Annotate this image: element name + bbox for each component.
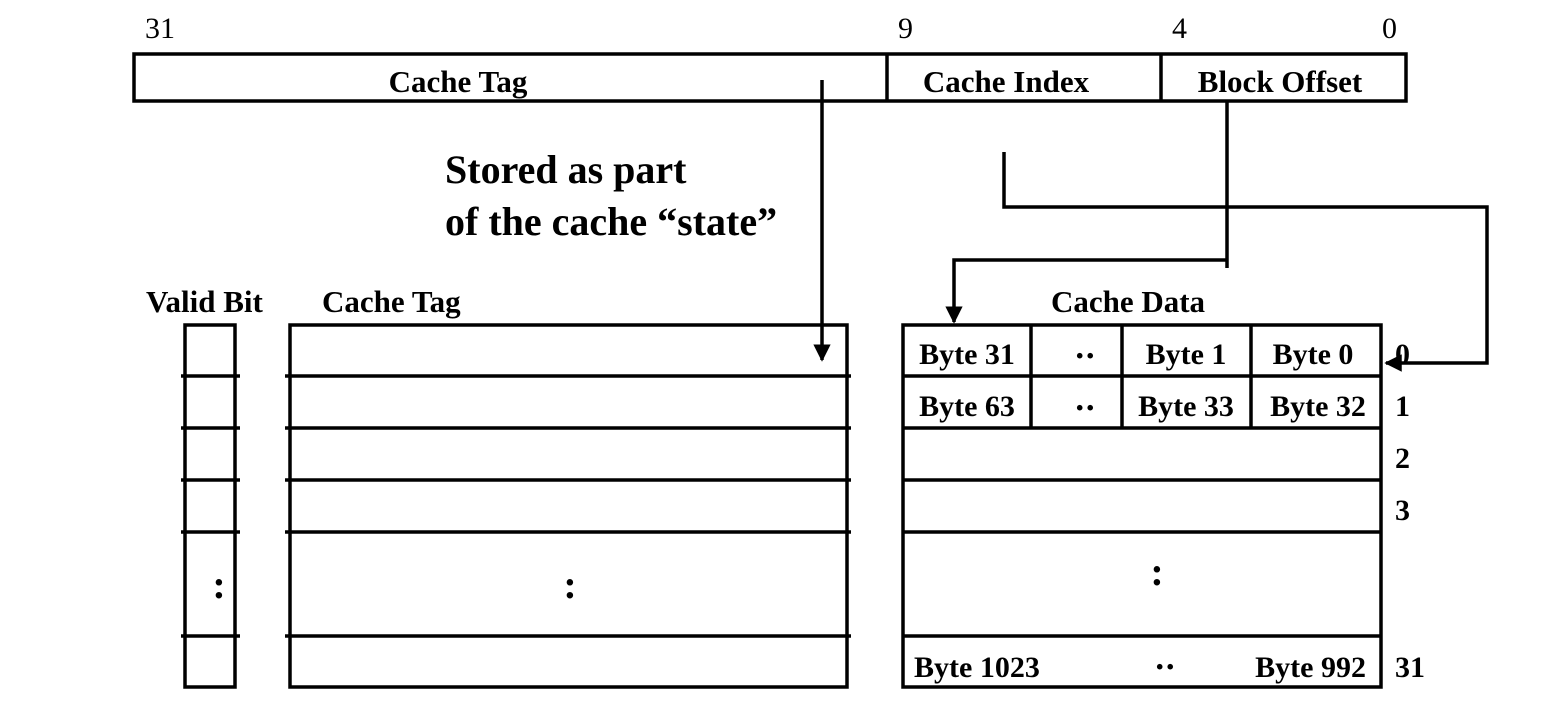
valid-bit-ellipsis: :	[212, 562, 225, 607]
field-block-offset: Block Offset	[1198, 64, 1363, 99]
bit-label-0: 0	[1382, 12, 1397, 45]
header-cache-data: Cache Data	[1051, 284, 1206, 319]
cell-ellipsis-row1: ․․	[1075, 384, 1096, 417]
bit-label-9: 9	[898, 12, 913, 45]
valid-bit-column: :	[181, 323, 240, 689]
cell-byte-992: Byte 992	[1255, 651, 1366, 684]
note-line-2: of the cache “state”	[445, 199, 777, 244]
field-cache-index: Cache Index	[923, 64, 1090, 99]
index-arrow	[1002, 152, 1489, 372]
header-cache-tag: Cache Tag	[322, 284, 461, 319]
row-index-labels: 0 1 2 3 31	[1395, 338, 1425, 684]
cell-byte-1: Byte 1	[1146, 338, 1227, 371]
row-index-3: 3	[1395, 494, 1410, 527]
cache-tag-column: :	[285, 323, 851, 689]
cell-byte-31: Byte 31	[919, 338, 1015, 371]
cache-tag-ellipsis: :	[563, 562, 576, 607]
cell-byte-0: Byte 0	[1273, 338, 1354, 371]
cell-byte-63: Byte 63	[919, 390, 1015, 423]
cell-ellipsis-row0: ․․	[1075, 332, 1096, 365]
cache-data-column: Byte 31 ․․ Byte 1 Byte 0 Byte 63 ․․ Byte…	[901, 323, 1383, 689]
note-line-1: Stored as part	[445, 147, 687, 192]
row-index-2: 2	[1395, 442, 1410, 475]
address-fields: Cache Tag Cache Index Block Offset	[132, 52, 1408, 103]
header-valid-bit: Valid Bit	[146, 284, 264, 319]
row-index-1: 1	[1395, 390, 1410, 423]
cache-data-ellipsis: :	[1150, 549, 1163, 594]
offset-arrow	[945, 258, 1227, 324]
cell-byte-33: Byte 33	[1138, 390, 1234, 423]
field-cache-tag: Cache Tag	[389, 64, 528, 99]
bit-label-31: 31	[145, 12, 175, 45]
row-index-0: 0	[1395, 338, 1410, 371]
cell-ellipsis-row31: ․․	[1155, 643, 1176, 676]
cell-byte-1023: Byte 1023	[914, 651, 1040, 684]
cell-byte-32: Byte 32	[1270, 390, 1366, 423]
row-index-31: 31	[1395, 651, 1425, 684]
connectors	[813, 80, 1489, 372]
bit-label-4: 4	[1172, 12, 1187, 45]
